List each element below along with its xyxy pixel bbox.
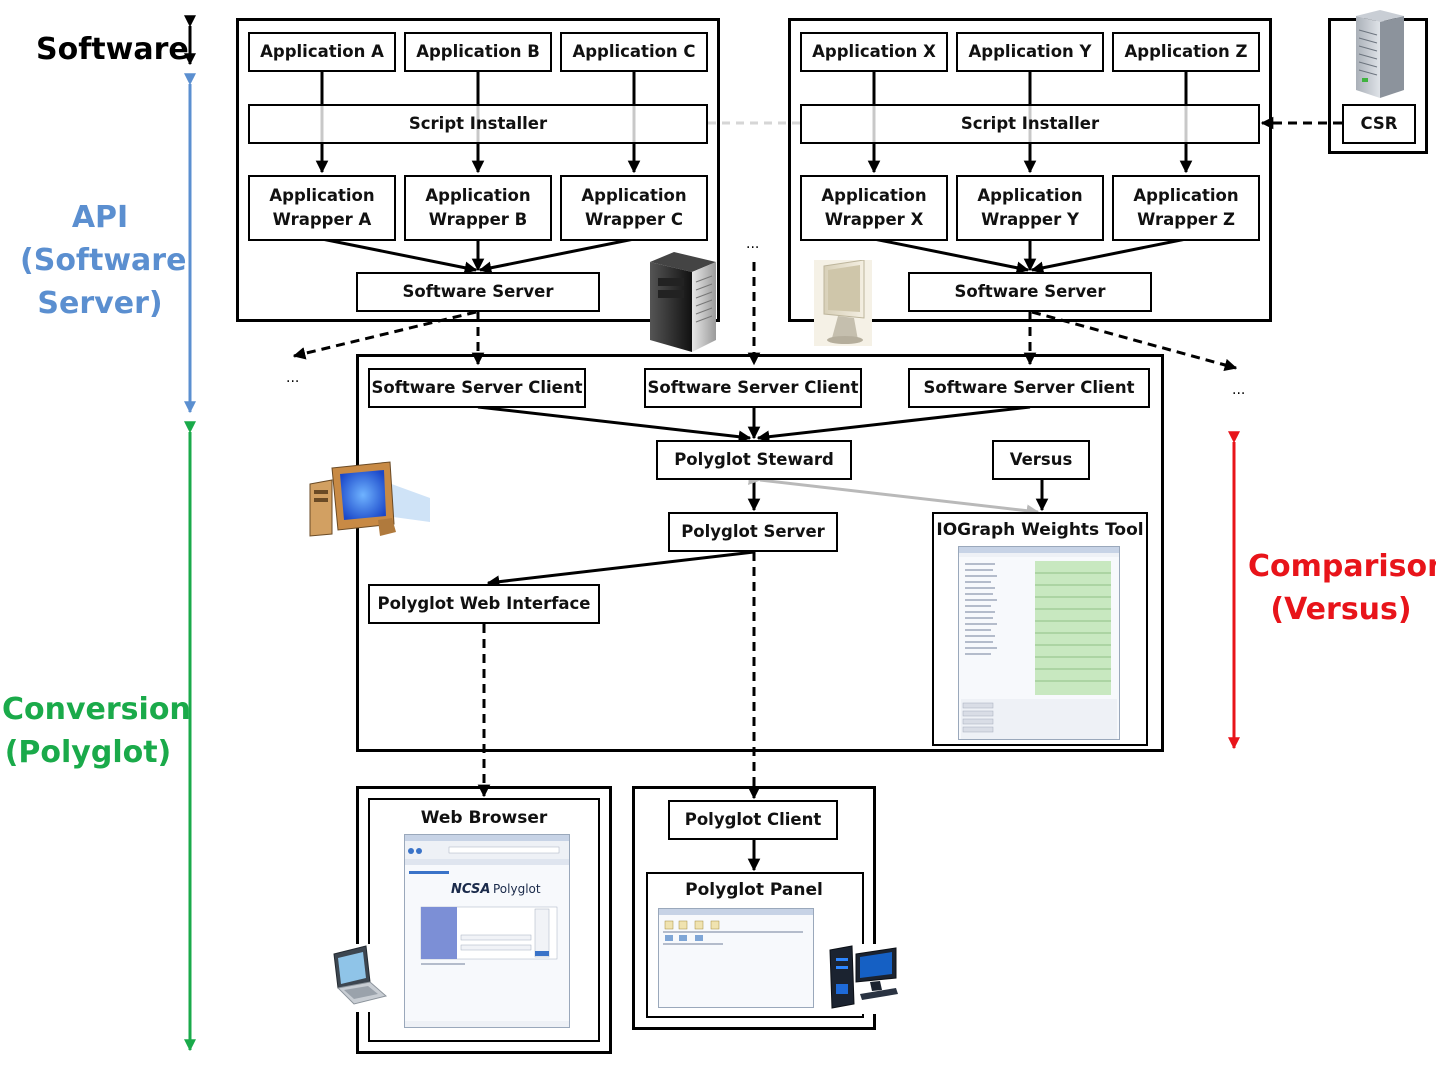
- web-browser-title: Web Browser: [420, 808, 548, 828]
- api-label-line3: Server): [37, 286, 163, 321]
- conversion-layer-label: Conversion (Polyglot): [2, 688, 191, 774]
- application-wrapper-z-box[interactable]: Application Wrapper Z: [1112, 175, 1260, 241]
- application-c-box[interactable]: Application C: [560, 32, 708, 72]
- application-x-box[interactable]: Application X: [800, 32, 948, 72]
- wrapper-x-line1: Application: [821, 186, 927, 205]
- software-server-right-box[interactable]: Software Server: [908, 272, 1152, 312]
- script-installer-right-box[interactable]: Script Installer: [800, 104, 1260, 144]
- wrapper-b-line2: Wrapper B: [428, 210, 528, 229]
- comparison-label-line2: (Versus): [1270, 592, 1412, 627]
- wrapper-y-line2: Wrapper Y: [981, 210, 1079, 229]
- svg-text:NCSA: NCSA: [451, 882, 490, 897]
- script-installer-left-box[interactable]: Script Installer: [248, 104, 708, 144]
- polyglot-steward-box[interactable]: Polyglot Steward: [656, 440, 852, 480]
- software-server-client-2-box[interactable]: Software Server Client: [644, 368, 862, 408]
- polyglot-frame: [356, 354, 1164, 752]
- csr-box[interactable]: CSR: [1342, 104, 1416, 144]
- iograph-weights-tool-title: IOGraph Weights Tool: [936, 520, 1144, 540]
- application-b-box[interactable]: Application B: [404, 32, 552, 72]
- right-software-server-frame: [788, 18, 1272, 322]
- wrapper-a-line2: Wrapper A: [272, 210, 372, 229]
- desktop-monitor-icon: [814, 260, 872, 346]
- comparison-layer-label: Comparison (Versus): [1248, 545, 1436, 631]
- wrapper-c-line2: Wrapper C: [585, 210, 683, 229]
- application-z-box[interactable]: Application Z: [1112, 32, 1260, 72]
- workstation-icon: [826, 944, 900, 1014]
- api-layer-label: API (Software Server): [20, 196, 187, 325]
- ellipsis-left: ...: [286, 370, 300, 386]
- application-wrapper-b-box[interactable]: Application Wrapper B: [404, 175, 552, 241]
- wrapper-c-line1: Application: [581, 186, 687, 205]
- web-browser-screenshot: NCSA Polyglot: [404, 834, 570, 1028]
- tower-server-icon: [650, 252, 716, 352]
- svg-text:Polyglot: Polyglot: [493, 882, 541, 896]
- comparison-label-line1: Comparison: [1248, 549, 1436, 584]
- application-wrapper-c-box[interactable]: Application Wrapper C: [560, 175, 708, 241]
- api-label-line2: (Software: [20, 243, 187, 278]
- polyglot-server-box[interactable]: Polyglot Server: [668, 512, 838, 552]
- conversion-label-line2: (Polyglot): [4, 735, 172, 770]
- desktop-computer-icon: [309, 461, 430, 537]
- software-layer-label: Software: [36, 32, 189, 67]
- csr-server-rack-icon: [1356, 10, 1404, 98]
- software-server-client-1-box[interactable]: Software Server Client: [368, 368, 586, 408]
- application-a-box[interactable]: Application A: [248, 32, 396, 72]
- web-browser-screenshot-art: NCSA Polyglot: [405, 835, 569, 1027]
- wrapper-b-line1: Application: [425, 186, 531, 205]
- application-y-box[interactable]: Application Y: [956, 32, 1104, 72]
- application-wrapper-y-box[interactable]: Application Wrapper Y: [956, 175, 1104, 241]
- web-browser-frame: [356, 786, 612, 1054]
- polyglot-panel-title: Polyglot Panel: [685, 880, 823, 900]
- versus-box[interactable]: Versus: [992, 440, 1090, 480]
- wrapper-a-line1: Application: [269, 186, 375, 205]
- polyglot-panel-screenshot: [658, 908, 814, 1008]
- polyglot-client-frame: [632, 786, 876, 1030]
- software-server-left-box[interactable]: Software Server: [356, 272, 600, 312]
- wrapper-y-line1: Application: [977, 186, 1083, 205]
- polyglot-client-box[interactable]: Polyglot Client: [668, 800, 838, 840]
- ellipsis-top-middle: ...: [746, 236, 760, 252]
- iograph-screenshot-art: [959, 547, 1119, 739]
- left-software-server-frame: [236, 18, 720, 322]
- wrapper-x-line2: Wrapper X: [824, 210, 924, 229]
- application-wrapper-a-box[interactable]: Application Wrapper A: [248, 175, 396, 241]
- polyglot-panel-screenshot-art: [659, 909, 813, 945]
- software-server-client-3-box[interactable]: Software Server Client: [908, 368, 1150, 408]
- polyglot-web-interface-box[interactable]: Polyglot Web Interface: [368, 584, 600, 624]
- laptop-icon: [326, 944, 390, 1012]
- conversion-label-line1: Conversion: [2, 692, 191, 727]
- wrapper-z-line2: Wrapper Z: [1137, 210, 1235, 229]
- application-wrapper-x-box[interactable]: Application Wrapper X: [800, 175, 948, 241]
- ellipsis-right: ...: [1232, 382, 1246, 398]
- api-label-line1: API: [71, 200, 129, 235]
- wrapper-z-line1: Application: [1133, 186, 1239, 205]
- iograph-screenshot: [958, 546, 1120, 740]
